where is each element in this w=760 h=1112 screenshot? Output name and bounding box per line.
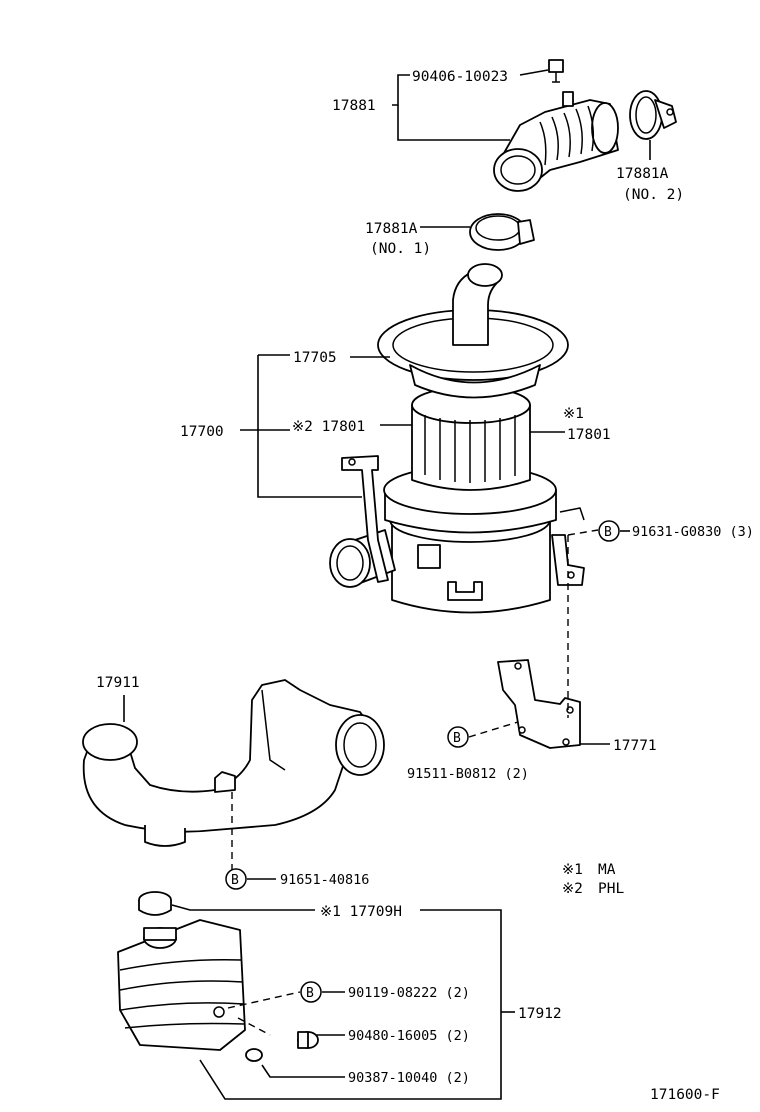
clamp-no1-drawing	[469, 213, 535, 251]
b-marker-label: B	[453, 731, 461, 746]
b-marker-label: B	[604, 525, 612, 540]
callout-90387-10040: 90387-10040 (2)	[348, 1070, 470, 1086]
callout-17881a-no2-note: (NO. 2)	[623, 187, 684, 203]
intake-hose-drawing	[493, 91, 619, 192]
legend-mark-1: ※1	[562, 862, 583, 878]
callout-91511-b0812: 91511-B0812 (2)	[407, 766, 529, 782]
callout-91631-g0830: 91631-G0830 (3)	[632, 524, 754, 540]
b-marker-label: B	[231, 873, 239, 888]
callout-17771: 17771	[613, 738, 657, 754]
clamp-no2-drawing	[629, 90, 677, 140]
callout-17705: 17705	[293, 350, 337, 366]
callout-17881: 17881	[332, 98, 376, 114]
legend-label-ma: MA	[598, 862, 616, 878]
callout-17881a-no1-note: (NO. 1)	[370, 241, 431, 257]
callout-90406-10023: 90406-10023	[412, 69, 508, 85]
b-marker-90119: B	[300, 981, 322, 1003]
bolt-90406-drawing	[548, 59, 564, 83]
callout-17911: 17911	[96, 675, 140, 691]
callout-17881a-no2: 17881A	[616, 166, 669, 182]
b-marker-91631: B	[598, 520, 620, 542]
callout-17801-ma-mark: ※1	[563, 406, 584, 422]
callout-91651-40816: 91651-40816	[280, 872, 369, 888]
duct-17911-drawing	[82, 679, 385, 847]
b-marker-label: B	[306, 986, 314, 1001]
callout-17700: 17700	[180, 424, 224, 440]
legend-mark-2: ※2	[562, 881, 583, 897]
legend: ※1 MA ※2 PHL	[562, 862, 624, 897]
b-marker-91651: B	[225, 868, 247, 890]
callout-17881a-no1: 17881A	[365, 221, 418, 237]
callout-17912: 17912	[518, 1006, 562, 1022]
resonator-17912-drawing	[117, 891, 319, 1062]
figure-code: 171600-F	[650, 1087, 720, 1103]
callout-17709h: ※1 17709H	[320, 904, 402, 920]
legend-label-phl: PHL	[598, 881, 624, 897]
callout-17801-phl: ※2 17801	[292, 419, 365, 435]
b-marker-91511: B	[447, 726, 469, 748]
callout-17801-ma: 17801	[567, 427, 611, 443]
air-cleaner-drawing	[329, 263, 585, 614]
leader-lines	[123, 69, 651, 1100]
bracket-17771-drawing	[497, 659, 581, 749]
callout-90119-08222: 90119-08222 (2)	[348, 985, 470, 1001]
callout-90480-16005: 90480-16005 (2)	[348, 1028, 470, 1044]
